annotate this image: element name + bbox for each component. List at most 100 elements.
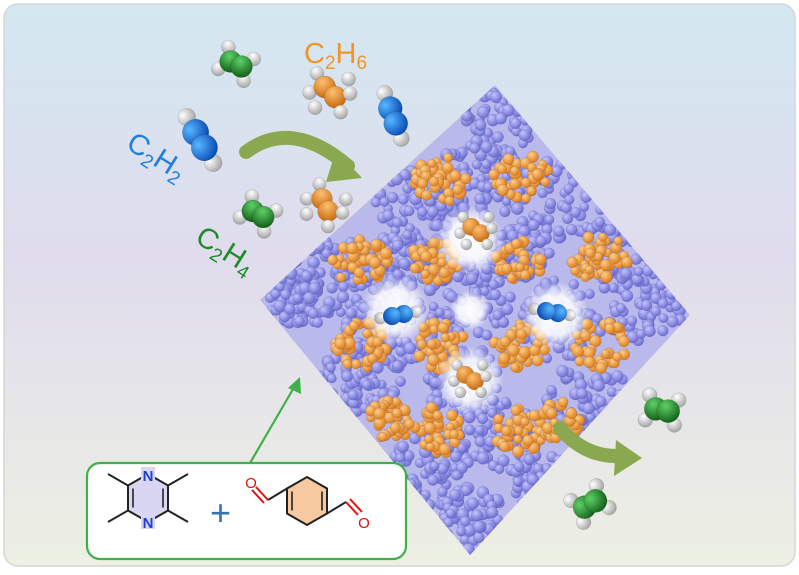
atom: [449, 169, 462, 182]
atom: [481, 329, 493, 341]
atom: [391, 407, 403, 419]
atom: [513, 434, 523, 445]
atom: [370, 197, 381, 208]
atom: [466, 497, 480, 510]
atom: [338, 192, 353, 207]
atom: [389, 422, 401, 434]
aldehyde-o-left: O: [245, 475, 257, 492]
atom: [449, 429, 460, 440]
atom: [584, 265, 594, 275]
atom: [440, 332, 451, 343]
atom: [420, 250, 432, 263]
atom: [382, 209, 394, 222]
atom: [337, 281, 349, 293]
atom: [599, 258, 612, 272]
atom: [321, 219, 335, 234]
atom: [593, 252, 604, 262]
atom: [395, 376, 407, 387]
atom: [335, 272, 346, 283]
atom: [342, 359, 353, 370]
atom: [513, 461, 525, 472]
atom: [482, 211, 495, 224]
atom: [395, 452, 406, 463]
atom: [474, 193, 486, 205]
plus-sign: +: [210, 492, 232, 533]
framework-orange-cluster: [365, 395, 415, 443]
atom: [510, 362, 521, 373]
atom: [594, 395, 607, 408]
label-ethane: C2H6: [304, 38, 368, 74]
framework-orange-cluster: [327, 234, 394, 285]
adsorption-arrow: [239, 130, 362, 182]
ethylene-molecule: [232, 189, 284, 239]
atom: [507, 344, 520, 357]
atom: [460, 238, 473, 251]
acetylene-molecule: [177, 108, 223, 172]
atom: [426, 338, 438, 350]
atom: [510, 404, 522, 417]
atom: [460, 173, 472, 185]
atom: [513, 425, 524, 436]
atom: [616, 303, 627, 314]
framework-orange-cluster: [330, 316, 392, 373]
atom: [492, 309, 504, 321]
atom: [487, 408, 498, 419]
framework-orange-cluster: [566, 231, 633, 284]
atom: [494, 112, 507, 125]
adsorbed-ethane: [454, 211, 498, 251]
atom: [475, 386, 488, 399]
framework-orange-cluster: [408, 401, 465, 459]
atom: [521, 193, 531, 204]
atom: [600, 348, 611, 359]
atom: [522, 434, 534, 447]
atom: [592, 379, 606, 392]
ethylene-molecule: [210, 39, 262, 89]
atom: [556, 364, 569, 378]
atom: [511, 238, 522, 250]
atom: [432, 410, 443, 421]
atom: [459, 516, 471, 527]
atom: [519, 269, 531, 281]
framework-orange-cluster: [409, 152, 472, 207]
aldehyde-o-right: O: [358, 515, 370, 532]
atom: [501, 303, 514, 316]
atom: [353, 267, 365, 279]
atom: [476, 105, 490, 119]
atom: [527, 219, 540, 231]
atom: [500, 425, 512, 437]
tetramethylpyrazine-structure: N N: [107, 467, 189, 532]
atom: [496, 183, 509, 197]
atom: [340, 370, 354, 383]
atom: [438, 443, 451, 456]
atom: [531, 168, 544, 181]
atom: [497, 163, 508, 175]
atom: [531, 354, 544, 367]
atom: [443, 152, 454, 163]
atom: [423, 422, 436, 435]
atom: [327, 373, 337, 384]
atom: [368, 256, 382, 270]
atom: [579, 202, 590, 212]
atom: [437, 322, 450, 334]
formula-subscript: 6: [356, 53, 368, 74]
atom: [477, 413, 489, 425]
atom: [486, 222, 498, 235]
atom: [545, 407, 558, 419]
atom: [456, 526, 467, 537]
atom: [429, 324, 439, 335]
atom: [620, 289, 634, 303]
atom: [321, 248, 332, 259]
acetylene-molecule: [376, 85, 410, 147]
atom: [382, 306, 402, 326]
atom: [300, 270, 313, 282]
atom: [526, 473, 539, 486]
formula-element: C: [304, 38, 325, 70]
atom: [582, 231, 595, 244]
atom: [456, 461, 468, 474]
atom: [492, 131, 504, 143]
atom: [583, 356, 596, 369]
atom: [428, 301, 439, 312]
atom: [584, 288, 595, 300]
atom: [398, 257, 411, 270]
